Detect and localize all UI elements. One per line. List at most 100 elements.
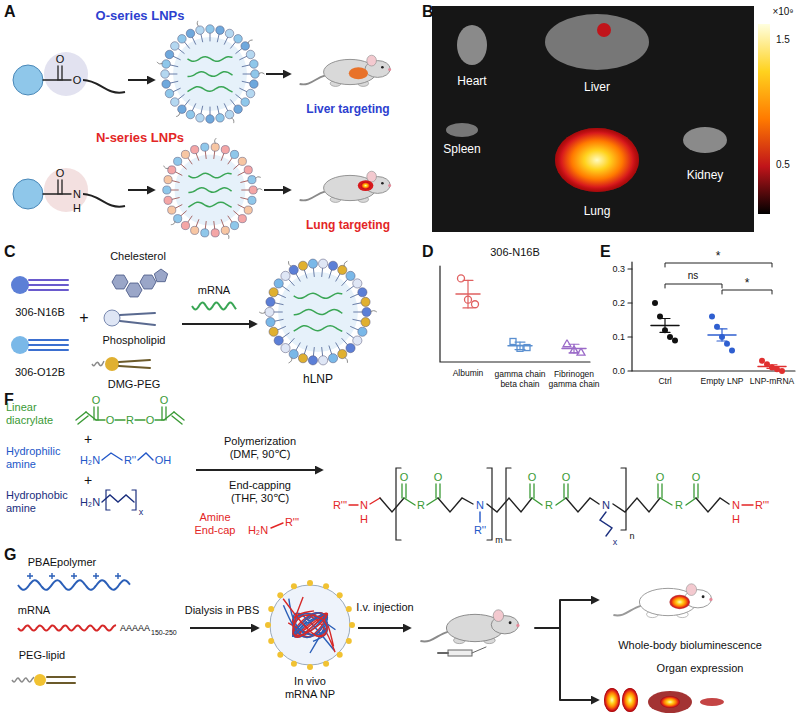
error-cap <box>463 307 473 308</box>
component-label: PEG-lipid <box>19 649 65 662</box>
lipid-tail <box>119 366 150 368</box>
mouse-ear <box>367 171 377 182</box>
peg-chain <box>215 138 217 144</box>
peg-dot <box>346 606 352 612</box>
readout-label: Whole-body bioluminescence <box>618 639 762 652</box>
atom-label: O <box>400 471 409 484</box>
organ-label: Liver <box>584 81 610 95</box>
peg-dot <box>346 638 352 644</box>
significance-mark: ns <box>688 270 699 282</box>
bond-line <box>102 495 134 502</box>
error-cap <box>767 368 777 369</box>
lipid-head <box>186 110 195 119</box>
atom-label: R'' <box>124 454 136 467</box>
atom-label: R''' <box>755 499 769 512</box>
lipid-head <box>238 157 246 165</box>
lipid-tail <box>47 682 75 684</box>
component-label: Phospholipid <box>103 334 166 347</box>
lipid-head <box>104 310 120 326</box>
reagent-label: Hydrophilic amine <box>6 445 70 470</box>
atom-label: N <box>602 499 610 512</box>
data-point <box>458 275 465 282</box>
lipid-tail <box>83 194 125 207</box>
peg-chain <box>248 40 253 44</box>
mouse-figure <box>613 584 712 618</box>
peg-chain <box>289 357 292 363</box>
peg-chain <box>227 234 229 239</box>
double-bond <box>697 484 698 498</box>
lipid-head <box>289 349 298 358</box>
error-bar <box>573 344 574 353</box>
bond-line <box>172 416 182 424</box>
organ-signal <box>358 180 374 191</box>
atom-label: R''' <box>333 499 347 512</box>
mouse-ear <box>367 55 377 66</box>
plus-sign: + <box>84 431 92 447</box>
panel-d-plot <box>440 266 590 362</box>
bond-line <box>404 498 415 505</box>
double-bond <box>97 407 98 420</box>
lipid-head <box>191 226 199 234</box>
lipid-head <box>318 259 327 268</box>
arrow <box>560 699 598 701</box>
arrow <box>560 599 598 601</box>
atom-label: H <box>732 513 740 526</box>
mrna-strand <box>188 72 233 77</box>
bond-line <box>696 498 729 512</box>
data-point <box>724 341 730 347</box>
atom-label: H <box>360 513 368 526</box>
peg-chain <box>289 261 292 267</box>
lipid-tail <box>29 289 68 291</box>
lipid-head <box>248 196 256 204</box>
axis-category: Ctrl <box>658 377 671 387</box>
atom-label: R <box>675 499 683 512</box>
panel-letter: G <box>4 546 16 564</box>
bond-line <box>96 419 105 420</box>
series-title: N-series LNPs <box>96 131 184 146</box>
bracket <box>506 468 511 540</box>
lipid-head <box>353 279 362 288</box>
peg-chain <box>197 21 199 27</box>
mrna-strand <box>294 326 343 332</box>
reaction-condition: End-capping (THF, 30℃) <box>220 479 300 504</box>
mrna-strand <box>192 303 236 310</box>
component-label: PBAEpolymer <box>28 556 96 569</box>
lipid-head <box>201 143 209 151</box>
ring-shape <box>112 275 128 289</box>
bond-line <box>349 504 358 505</box>
bond-line <box>686 498 696 505</box>
panel-letter: B <box>422 3 434 21</box>
arrow <box>128 189 154 191</box>
atom-label: N <box>732 499 740 512</box>
target-label: Lung targeting <box>306 219 390 233</box>
double-bond <box>161 407 162 420</box>
lipid-head <box>269 327 278 336</box>
ring-shape <box>154 269 167 282</box>
lipid-head <box>249 186 257 194</box>
organ-image <box>622 688 638 712</box>
charge-symbol <box>49 573 55 579</box>
bond-line <box>532 498 542 505</box>
lipid-nanoparticle <box>259 259 377 365</box>
peg-chain <box>259 312 265 313</box>
component-label: mRNA <box>198 284 230 297</box>
syringe-needle <box>472 647 486 653</box>
lipid-head <box>11 336 29 354</box>
lipid-head <box>281 344 290 353</box>
error-cap <box>660 332 670 333</box>
lipid-head <box>171 98 180 107</box>
organ-signal <box>349 67 368 79</box>
lipid-nanoparticle <box>163 138 263 239</box>
bracket <box>487 468 492 540</box>
atom-label: R'' <box>474 524 486 537</box>
particle-core <box>173 37 247 111</box>
lipid-head <box>281 271 290 280</box>
subscript-label: n <box>629 531 634 541</box>
data-point <box>667 334 673 340</box>
double-bond <box>529 484 530 498</box>
charge-symbol <box>71 573 77 579</box>
peg-dot <box>277 652 283 658</box>
panel-g-art <box>12 573 724 713</box>
data-point <box>709 314 715 320</box>
atom-label: N <box>73 188 81 201</box>
